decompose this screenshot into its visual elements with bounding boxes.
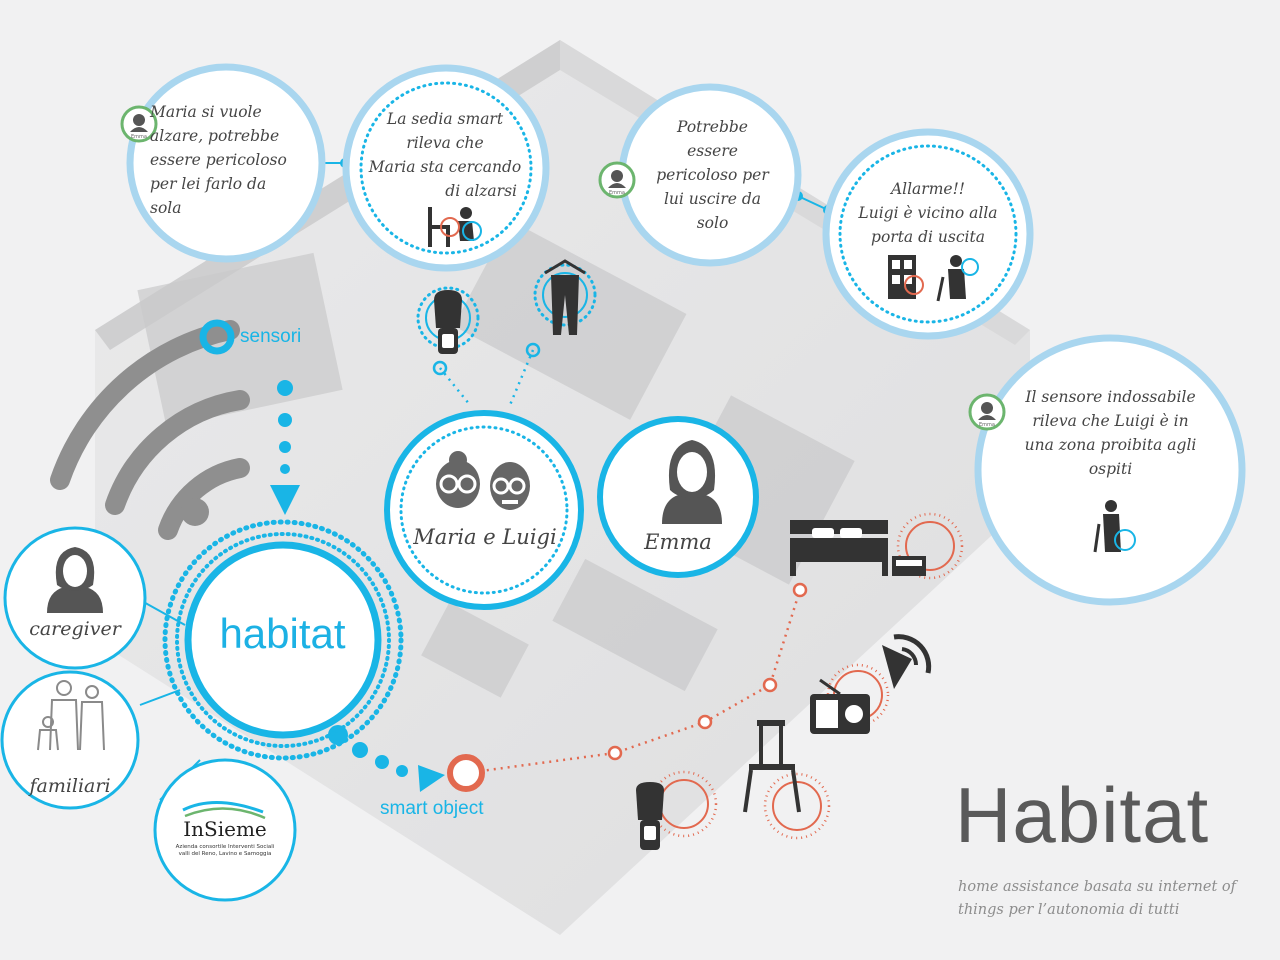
svg-text:valli del Reno, Lavino e Samog: valli del Reno, Lavino e Samoggia (179, 851, 272, 857)
alert-line: Luigi è vicino alla (858, 204, 998, 222)
alert-line: una zona proibita agli (1024, 436, 1197, 454)
alert-line: Allarme!! (890, 180, 966, 198)
alert-bubble-2 (342, 64, 550, 272)
sensors-label: sensori (240, 326, 302, 347)
door-elder-icon (888, 255, 979, 302)
chair-icon[interactable] (743, 720, 831, 840)
page-subtitle: home assistance basata su internet of th… (958, 879, 1236, 918)
emma-badge-icon: Emma (120, 105, 158, 143)
insieme-node[interactable] (153, 758, 297, 902)
signal-icon[interactable] (826, 634, 932, 727)
alert-line: ospiti (1088, 460, 1133, 478)
alert-line: per lei farlo da (150, 175, 267, 193)
woman-avatar-icon (662, 440, 722, 524)
hanger-pants-icon[interactable] (533, 259, 597, 335)
elderly-couple-icon (436, 451, 530, 510)
bed-icon[interactable] (790, 512, 964, 580)
habitat-hub[interactable] (162, 519, 404, 761)
alert-line: solo (696, 214, 729, 232)
svg-text:Emma: Emma (609, 190, 625, 196)
alert-text-3: Potrebbe essere pericoloso per lui uscir… (640, 115, 785, 235)
caregiver-label: caregiver (29, 618, 121, 640)
familiari-node[interactable] (0, 670, 140, 810)
maria-luigi-label: Maria e Luigi (413, 525, 557, 549)
alert-text-4: Allarme!! Luigi è vicino alla porta di u… (848, 177, 1008, 249)
alert-line: La sedia smart (386, 110, 504, 128)
alert-line: essere (687, 142, 738, 160)
emma-badge-icon: Emma (598, 161, 636, 199)
insieme-logo: InSieme Azienda consortile Interventi So… (176, 801, 275, 857)
alert-text-2: La sedia smart rileva che Maria sta cerc… (365, 107, 525, 203)
hub-label: habitat (219, 610, 346, 657)
page-title: Habitat (955, 771, 1210, 859)
chair-person-icon (428, 207, 482, 247)
alert-bubble-1 (126, 63, 326, 263)
emma-label: Emma (644, 530, 712, 554)
woman-avatar-icon (47, 547, 103, 613)
family-icon (37, 680, 105, 751)
alert-text-1: Maria si vuole alzare, potrebbe essere p… (150, 100, 312, 220)
smart-object-node[interactable] (447, 754, 485, 792)
sensors-node[interactable] (199, 319, 235, 355)
alert-line: rileva che Luigi è in (1032, 412, 1189, 430)
familiari-label: familiari (29, 775, 111, 797)
alert-line: lui uscire da (663, 190, 762, 208)
alert-line: pericoloso per (656, 166, 769, 184)
alert-line: Maria sta cercando (368, 158, 522, 176)
alert-line: sola (150, 199, 182, 217)
alert-line: rileva che (406, 134, 484, 152)
radio-icon[interactable] (810, 678, 870, 734)
alert-line: alzare, potrebbe (150, 127, 280, 145)
alert-text-5: Il sensore indossabile rileva che Luigi … (1008, 385, 1213, 481)
smart-object-label: smart object (380, 798, 484, 819)
alert-line: di alzarsi (445, 182, 517, 200)
svg-text:Emma: Emma (131, 134, 147, 140)
alert-line: Maria si vuole (150, 103, 262, 121)
alert-line: Il sensore indossabile (1025, 388, 1196, 406)
maria-luigi-node[interactable] (384, 410, 584, 610)
alert-line: Potrebbe (677, 118, 748, 136)
emma-badge-icon: Emma (968, 393, 1006, 431)
alert-bubble-5 (974, 334, 1246, 606)
svg-text:Emma: Emma (979, 422, 995, 428)
alert-line: essere pericoloso (150, 151, 287, 169)
svg-text:InSieme: InSieme (183, 817, 267, 841)
wristband-icon[interactable] (636, 770, 718, 850)
alert-bubble-4 (822, 128, 1034, 340)
elder-cane-icon (1093, 500, 1136, 553)
svg-text:Azienda consortile Interventi: Azienda consortile Interventi Sociali (176, 844, 275, 850)
wristband-icon[interactable] (416, 286, 480, 354)
alert-line: porta di uscita (871, 228, 985, 246)
